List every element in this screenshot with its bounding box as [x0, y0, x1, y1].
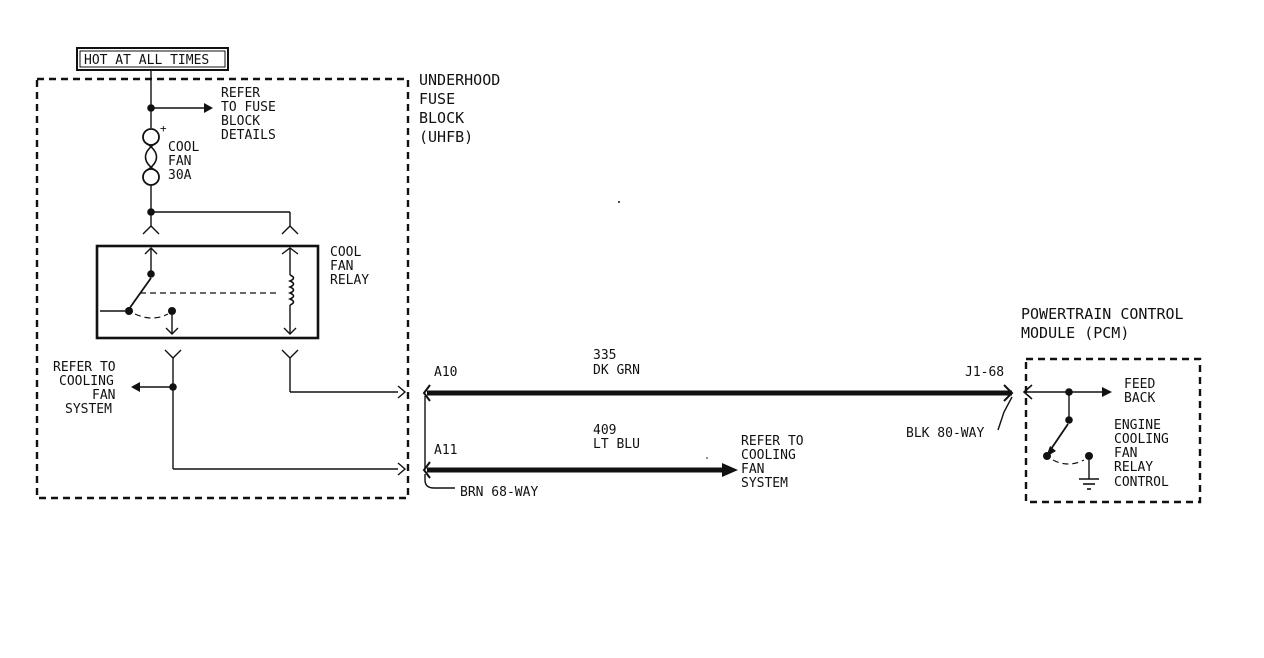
refer-cooling-left: REFER TO COOLING FAN SYSTEM	[53, 360, 116, 417]
pcm-pin-j1-68: J1-68	[965, 365, 1004, 380]
circuit-335-number: 335	[593, 348, 616, 363]
circuit-409-number: 409	[593, 423, 616, 438]
pcm-control-line: RELAY	[1114, 460, 1153, 475]
hot-at-all-times-label: HOT AT ALL TIMES	[76, 47, 229, 71]
refer-fuse-line: DETAILS	[221, 128, 276, 143]
circuit-409-color: LT BLU	[593, 437, 640, 452]
pcm-title-line: MODULE (PCM)	[1021, 324, 1129, 342]
pcm-control-line: ENGINE	[1114, 418, 1161, 433]
refer-cooling-line: FAN	[92, 388, 115, 403]
pcm-feedback-line: BACK	[1124, 391, 1155, 406]
blk-connector-label: BLK 80-WAY	[906, 426, 984, 441]
pcm-control-label: ENGINE COOLING FAN RELAY CONTROL	[1114, 418, 1169, 490]
uhfb-label-line: UNDERHOOD	[419, 71, 500, 89]
uhfb-label-line: FUSE	[419, 90, 455, 108]
refer-cooling-line: SYSTEM	[65, 402, 112, 417]
hot-label-text: HOT AT ALL TIMES	[84, 53, 209, 68]
fuse-symbol: +	[142, 122, 167, 212]
pcm-control-line: COOLING	[1114, 432, 1169, 447]
brn-68-way-connector: BRN 68-WAY	[422, 384, 538, 500]
refer-fuse-line: BLOCK	[221, 114, 260, 129]
uhfb-label-line: BLOCK	[419, 109, 464, 127]
refer-fuse-line: REFER	[221, 86, 260, 101]
refer-fuse-details: REFER TO FUSE BLOCK DETAILS	[221, 86, 276, 143]
cool-fan-relay	[95, 244, 320, 340]
pcm-title: POWERTRAIN CONTROL MODULE (PCM)	[1021, 305, 1184, 342]
relay-label-line: FAN	[330, 259, 353, 274]
refer-cooling-line: REFER TO	[53, 360, 116, 375]
relay-feed-split	[142, 208, 299, 235]
fuse-label-line: COOL	[168, 140, 199, 155]
pcm-title-line: POWERTRAIN CONTROL	[1021, 305, 1184, 323]
scan-speck	[618, 201, 620, 203]
pcm-control-line: CONTROL	[1114, 475, 1169, 490]
refer-cooling-line: FAN	[741, 462, 764, 477]
relay-label: COOL FAN RELAY	[330, 245, 369, 288]
pcm-control-line: FAN	[1114, 446, 1137, 461]
pcm-feedback-label: FEED BACK	[1124, 377, 1155, 406]
refer-cooling-line: COOLING	[741, 448, 796, 463]
uhfb-label: UNDERHOOD FUSE BLOCK (UHFB)	[419, 71, 500, 146]
refer-fuse-line: TO FUSE	[221, 100, 276, 115]
pcm-enclosure	[1024, 357, 1202, 504]
blk-80-way-connector: BLK 80-WAY J1-68	[906, 365, 1014, 441]
refer-cooling-line: COOLING	[59, 374, 114, 389]
pcm-feedback-line: FEED	[1124, 377, 1155, 392]
circuit-335-color: DK GRN	[593, 363, 640, 378]
refer-cooling-line: SYSTEM	[741, 476, 788, 491]
fuse-label-line: 30A	[168, 168, 192, 183]
scan-speck	[706, 457, 708, 459]
relay-label-line: COOL	[330, 245, 361, 260]
feed-wire	[147, 70, 213, 128]
fuse-label-line: FAN	[168, 154, 191, 169]
pin-a11: A11	[434, 443, 457, 458]
brn-connector-label: BRN 68-WAY	[460, 485, 538, 500]
refer-cooling-line: REFER TO	[741, 434, 804, 449]
refer-cooling-mid: REFER TO COOLING FAN SYSTEM	[741, 434, 804, 491]
fuse-plus: +	[160, 122, 167, 135]
pin-a10: A10	[434, 365, 457, 380]
circuit-335-wire: A10 335 DK GRN	[427, 348, 1012, 396]
fuse-label: COOL FAN 30A	[168, 140, 199, 183]
relay-output-wires	[131, 349, 407, 476]
circuit-409-wire: A11 409 LT BLU	[427, 423, 738, 477]
pcm-internals	[1022, 384, 1112, 490]
uhfb-enclosure	[35, 77, 410, 500]
uhfb-label-line: (UHFB)	[419, 128, 473, 146]
relay-label-line: RELAY	[330, 273, 369, 288]
